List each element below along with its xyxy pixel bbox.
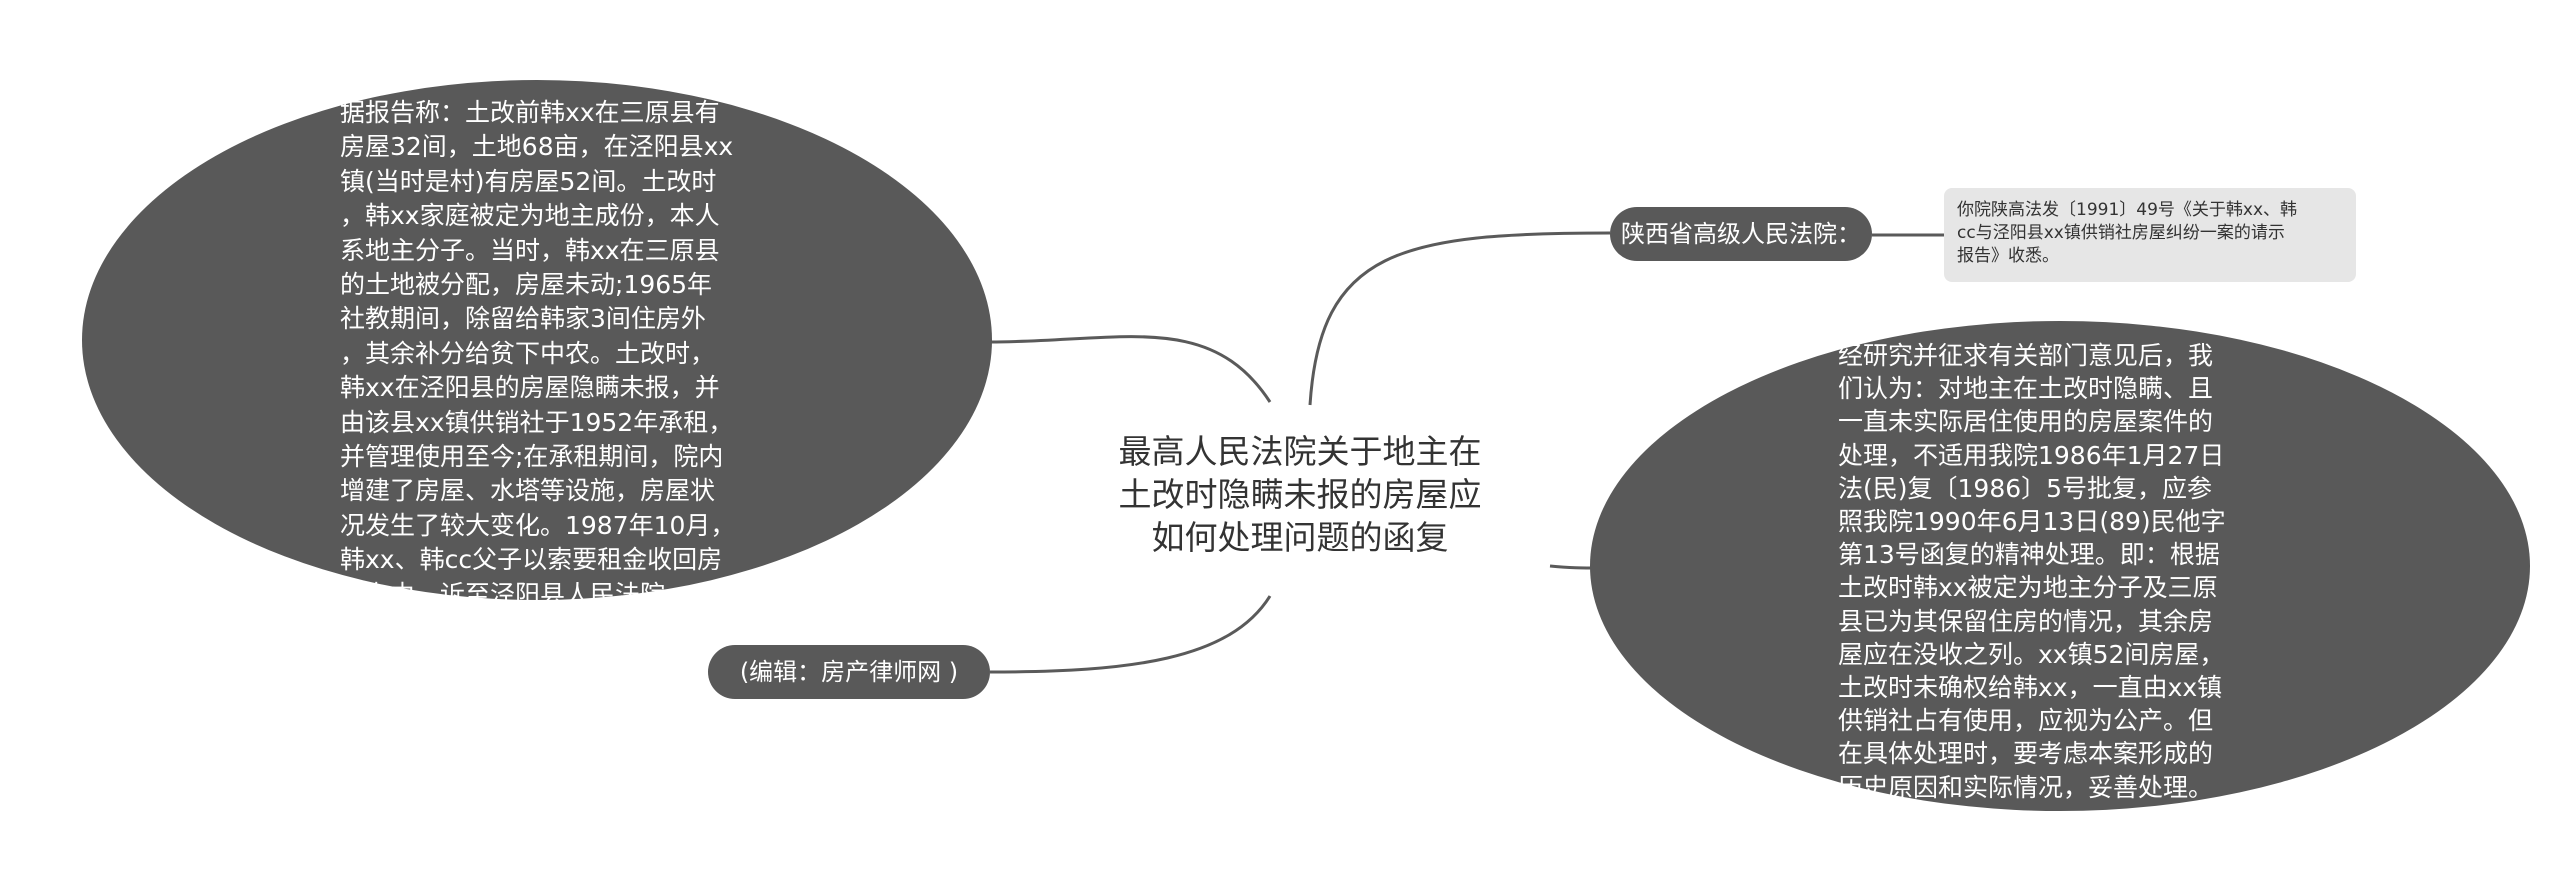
branch-editor-text: (编辑：房产律师网 ) xyxy=(739,658,959,686)
connector-court xyxy=(1308,231,1611,406)
branch-opinion-text: 经研究并征求有关部门意见后，我 们认为：对地主在土改时隐瞒、且 一直未实际居住使… xyxy=(1838,341,2226,802)
court-note[interactable]: 你院陕高法发〔1991〕49号《关于韩xx、韩 cc与泾阳县xx镇供销社房屋纠纷… xyxy=(1944,188,2356,282)
branch-addressee-court[interactable]: 陕西省高级人民法院： xyxy=(1610,207,1872,261)
central-topic[interactable]: 最高人民法院关于地主在 土改时隐瞒未报的房屋应 如何处理问题的函复 xyxy=(1100,430,1500,590)
connector-left-big xyxy=(989,335,1272,403)
branch-addressee-court-text: 陕西省高级人民法院： xyxy=(1621,220,1861,248)
connector-editor xyxy=(989,595,1272,674)
branch-report-summary[interactable]: 据报告称：土改前韩xx在三原县有 房屋32间，土地68亩，在泾阳县xx 镇(当时… xyxy=(82,80,992,609)
branch-opinion[interactable]: 经研究并征求有关部门意见后，我 们认为：对地主在土改时隐瞒、且 一直未实际居住使… xyxy=(1590,321,2530,811)
branch-report-summary-text: 据报告称：土改前韩xx在三原县有 房屋32间，土地68亩，在泾阳县xx 镇(当时… xyxy=(340,98,736,609)
court-note-text: 你院陕高法发〔1991〕49号《关于韩xx、韩 cc与泾阳县xx镇供销社房屋纠纷… xyxy=(1957,200,2298,266)
branch-editor[interactable]: (编辑：房产律师网 ) xyxy=(708,645,990,699)
central-topic-text: 最高人民法院关于地主在 土改时隐瞒未报的房屋应 如何处理问题的函复 xyxy=(1118,432,1482,557)
